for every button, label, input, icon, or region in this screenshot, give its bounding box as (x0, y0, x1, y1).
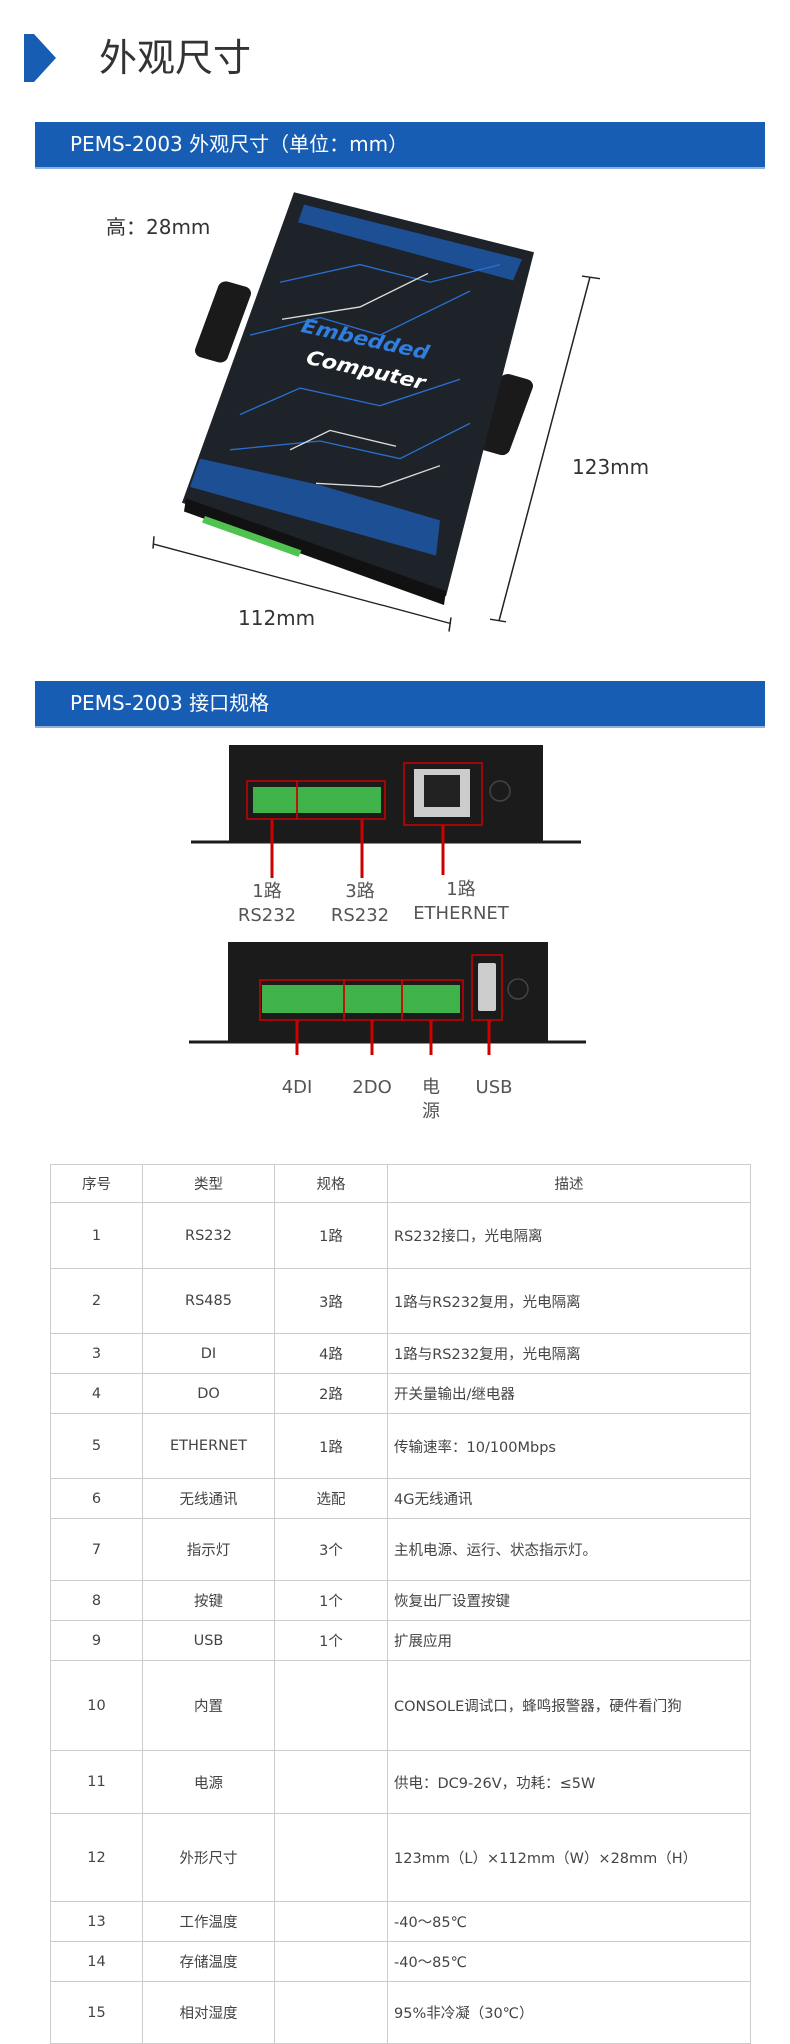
cell-type: 按键 (142, 1580, 275, 1621)
section-banner-dimensions: PEMS-2003 外观尺寸（单位：mm） (35, 122, 765, 169)
height-dimension-label: 高：28mm (106, 215, 211, 239)
cell-no: 2 (50, 1268, 143, 1334)
cell-type: 电源 (142, 1750, 275, 1814)
cell-type: ETHERNET (142, 1413, 275, 1479)
cell-no: 15 (50, 1981, 143, 2044)
cell-spec: 3个 (274, 1518, 388, 1581)
port-diagram (189, 745, 586, 1055)
cell-spec (274, 1941, 388, 1982)
cell-spec (274, 1660, 388, 1751)
cell-type: 指示灯 (142, 1518, 275, 1581)
cell-spec: 1路 (274, 1202, 388, 1269)
cell-no: 9 (50, 1620, 143, 1661)
header-desc: 描述 (387, 1164, 751, 1203)
page-title: 外观尺寸 (99, 36, 252, 80)
header-type: 类型 (142, 1164, 275, 1203)
cell-no: 12 (50, 1813, 143, 1902)
cell-desc: 开关量输出/继电器 (387, 1373, 751, 1414)
cell-spec: 4路 (274, 1333, 388, 1374)
cell-type: 存储温度 (142, 1941, 275, 1982)
cell-type: 外形尺寸 (142, 1813, 275, 1902)
cell-desc: CONSOLE调试口，蜂鸣报警器，硬件看门狗 (387, 1660, 751, 1751)
cell-no: 14 (50, 1941, 143, 1982)
cell-no: 10 (50, 1660, 143, 1751)
cell-desc: 1路与RS232复用，光电隔离 (387, 1268, 751, 1334)
cell-spec (274, 1750, 388, 1814)
cell-spec: 选配 (274, 1478, 388, 1519)
length-dimension-label: 123mm (572, 455, 650, 479)
cell-no: 3 (50, 1333, 143, 1374)
cell-type: DO (142, 1373, 275, 1414)
cell-type: 相对湿度 (142, 1981, 275, 2044)
chevron-right-icon (24, 34, 56, 82)
cell-desc: 扩展应用 (387, 1620, 751, 1661)
cell-desc: 恢复出厂设置按键 (387, 1580, 751, 1621)
cell-type: USB (142, 1620, 275, 1661)
port-label-usb: USB (475, 1077, 513, 1098)
cell-no: 7 (50, 1518, 143, 1581)
cell-spec (274, 1813, 388, 1902)
cell-type: RS485 (142, 1268, 275, 1334)
cell-no: 1 (50, 1202, 143, 1269)
cell-desc: -40～85℃ (387, 1901, 751, 1942)
cell-desc: 传输速率：10/100Mbps (387, 1413, 751, 1479)
cell-spec: 1路 (274, 1413, 388, 1479)
cell-no: 6 (50, 1478, 143, 1519)
cell-spec (274, 1901, 388, 1942)
port-label-do: 2DO (352, 1077, 392, 1098)
cell-spec: 3路 (274, 1268, 388, 1334)
header-spec: 规格 (274, 1164, 388, 1203)
port-label-di: 4DI (281, 1077, 313, 1098)
cell-type: 内置 (142, 1660, 275, 1751)
cell-desc: 4G无线通讯 (387, 1478, 751, 1519)
cell-type: 无线通讯 (142, 1478, 275, 1519)
cell-no: 4 (50, 1373, 143, 1414)
cell-spec: 1个 (274, 1580, 388, 1621)
cell-desc: 95%非冷凝（30℃） (387, 1981, 751, 2044)
cell-spec (274, 1981, 388, 2044)
table-header-row: 序号 类型 规格 描述 (50, 1164, 751, 1203)
cell-type: 工作温度 (142, 1901, 275, 1942)
cell-no: 13 (50, 1901, 143, 1942)
cell-type: DI (142, 1333, 275, 1374)
cell-no: 8 (50, 1580, 143, 1621)
cell-no: 5 (50, 1413, 143, 1479)
header-no: 序号 (50, 1164, 143, 1203)
cell-desc: 1路与RS232复用，光电隔离 (387, 1333, 751, 1374)
cell-no: 11 (50, 1750, 143, 1814)
cell-type: RS232 (142, 1202, 275, 1269)
cell-spec: 1个 (274, 1620, 388, 1661)
cell-desc: 123mm（L）×112mm（W）×28mm（H） (387, 1813, 751, 1902)
cell-desc: RS232接口，光电隔离 (387, 1202, 751, 1269)
port-label-power: 电源 (422, 1077, 440, 1122)
cell-desc: -40～85℃ (387, 1941, 751, 1982)
cell-spec: 2路 (274, 1373, 388, 1414)
cell-desc: 供电：DC9-26V，功耗：≤5W (387, 1750, 751, 1814)
device-dimension-image: Embedded Computer (152, 192, 601, 632)
cell-desc: 主机电源、运行、状态指示灯。 (387, 1518, 751, 1581)
section-banner-interfaces: PEMS-2003 接口规格 (35, 681, 765, 728)
width-dimension-label: 112mm (238, 606, 316, 630)
